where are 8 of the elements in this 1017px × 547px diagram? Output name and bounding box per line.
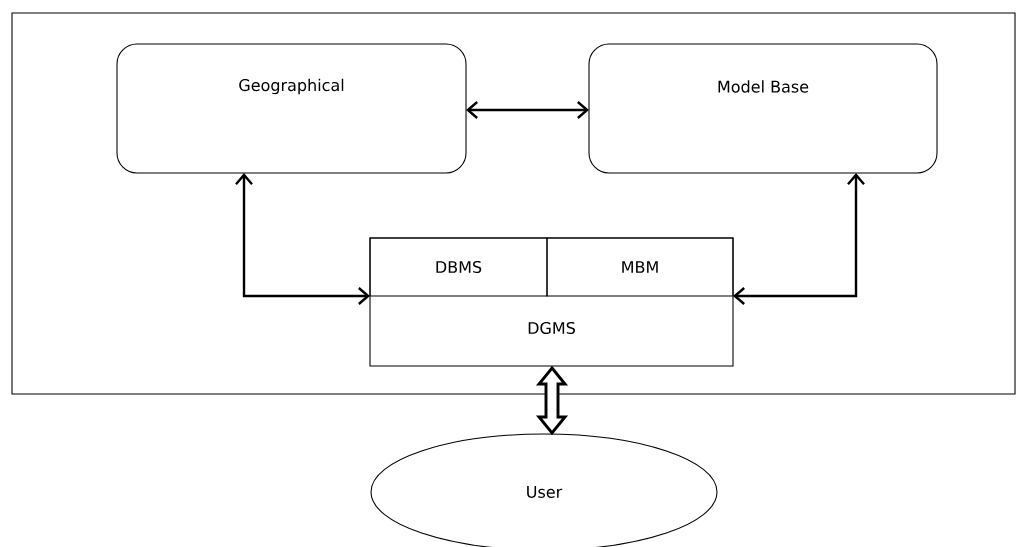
table-cell: MBM [546, 237, 734, 297]
arrow [466, 101, 589, 119]
process-box: Geographical [116, 43, 467, 174]
table-cell: DBMS [369, 237, 548, 297]
arrow [235, 173, 370, 305]
process-box: Model Base [588, 43, 938, 174]
system-frame [11, 12, 1016, 395]
arrow [733, 173, 865, 305]
